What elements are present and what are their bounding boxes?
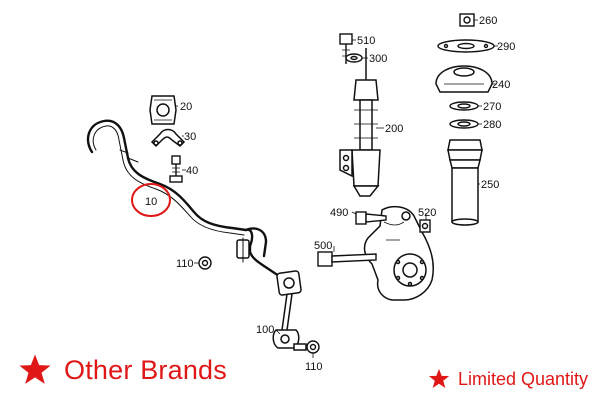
part-label-510: 510 — [357, 35, 375, 47]
part-label-10: 10 — [145, 196, 157, 208]
stabilizer-link — [272, 270, 312, 351]
highlight-circle — [131, 183, 171, 217]
stabilizer-bar — [86, 119, 284, 280]
part-label-30: 30 — [184, 131, 196, 143]
limited-quantity-banner: Limited Quantity — [428, 365, 588, 393]
lower-knuckle-bolt — [317, 251, 377, 267]
part-label-500: 500 — [314, 240, 332, 252]
spring-seat — [449, 119, 479, 129]
upper-knuckle-bolt — [355, 211, 387, 225]
steering-knuckle — [363, 205, 434, 301]
bolt — [169, 155, 183, 183]
part-label-110-upper: 110 — [176, 258, 194, 270]
shock-absorber-strut — [339, 48, 381, 197]
other-brands-banner: Other Brands — [18, 352, 227, 388]
part-label-520: 520 — [418, 207, 436, 219]
part-label-20: 20 — [180, 101, 192, 113]
limited-quantity-text: Limited Quantity — [457, 368, 588, 389]
part-label-110-lower: 110 — [305, 361, 323, 373]
rubber-bushing — [149, 95, 177, 125]
part-label-100: 100 — [256, 324, 274, 336]
leader-lines — [176, 19, 498, 358]
part-label-40: 40 — [186, 165, 198, 177]
bearing-ring — [449, 101, 479, 111]
washer — [345, 53, 363, 63]
part-label-200: 200 — [385, 123, 403, 135]
gasket-plate — [437, 39, 495, 53]
star-icon — [428, 368, 450, 388]
part-label-260: 260 — [479, 15, 497, 27]
part-label-240: 240 — [492, 79, 510, 91]
star-icon — [19, 354, 51, 384]
dust-boot — [447, 139, 483, 226]
strut-mount-nut — [459, 13, 475, 27]
bar-clamp — [150, 128, 186, 148]
part-label-290: 290 — [497, 41, 515, 53]
other-brands-text: Other Brands — [64, 354, 227, 385]
part-label-250: 250 — [481, 179, 499, 191]
part-label-300: 300 — [369, 53, 387, 65]
part-label-280: 280 — [483, 119, 501, 131]
part-labels: 10 20 30 40 110 100 110 510 300 200 260 … — [145, 15, 515, 373]
top-mount — [435, 65, 493, 93]
knuckle-nut — [419, 219, 431, 233]
part-label-490: 490 — [330, 207, 348, 219]
part-label-270: 270 — [483, 101, 501, 113]
nut — [198, 256, 320, 354]
